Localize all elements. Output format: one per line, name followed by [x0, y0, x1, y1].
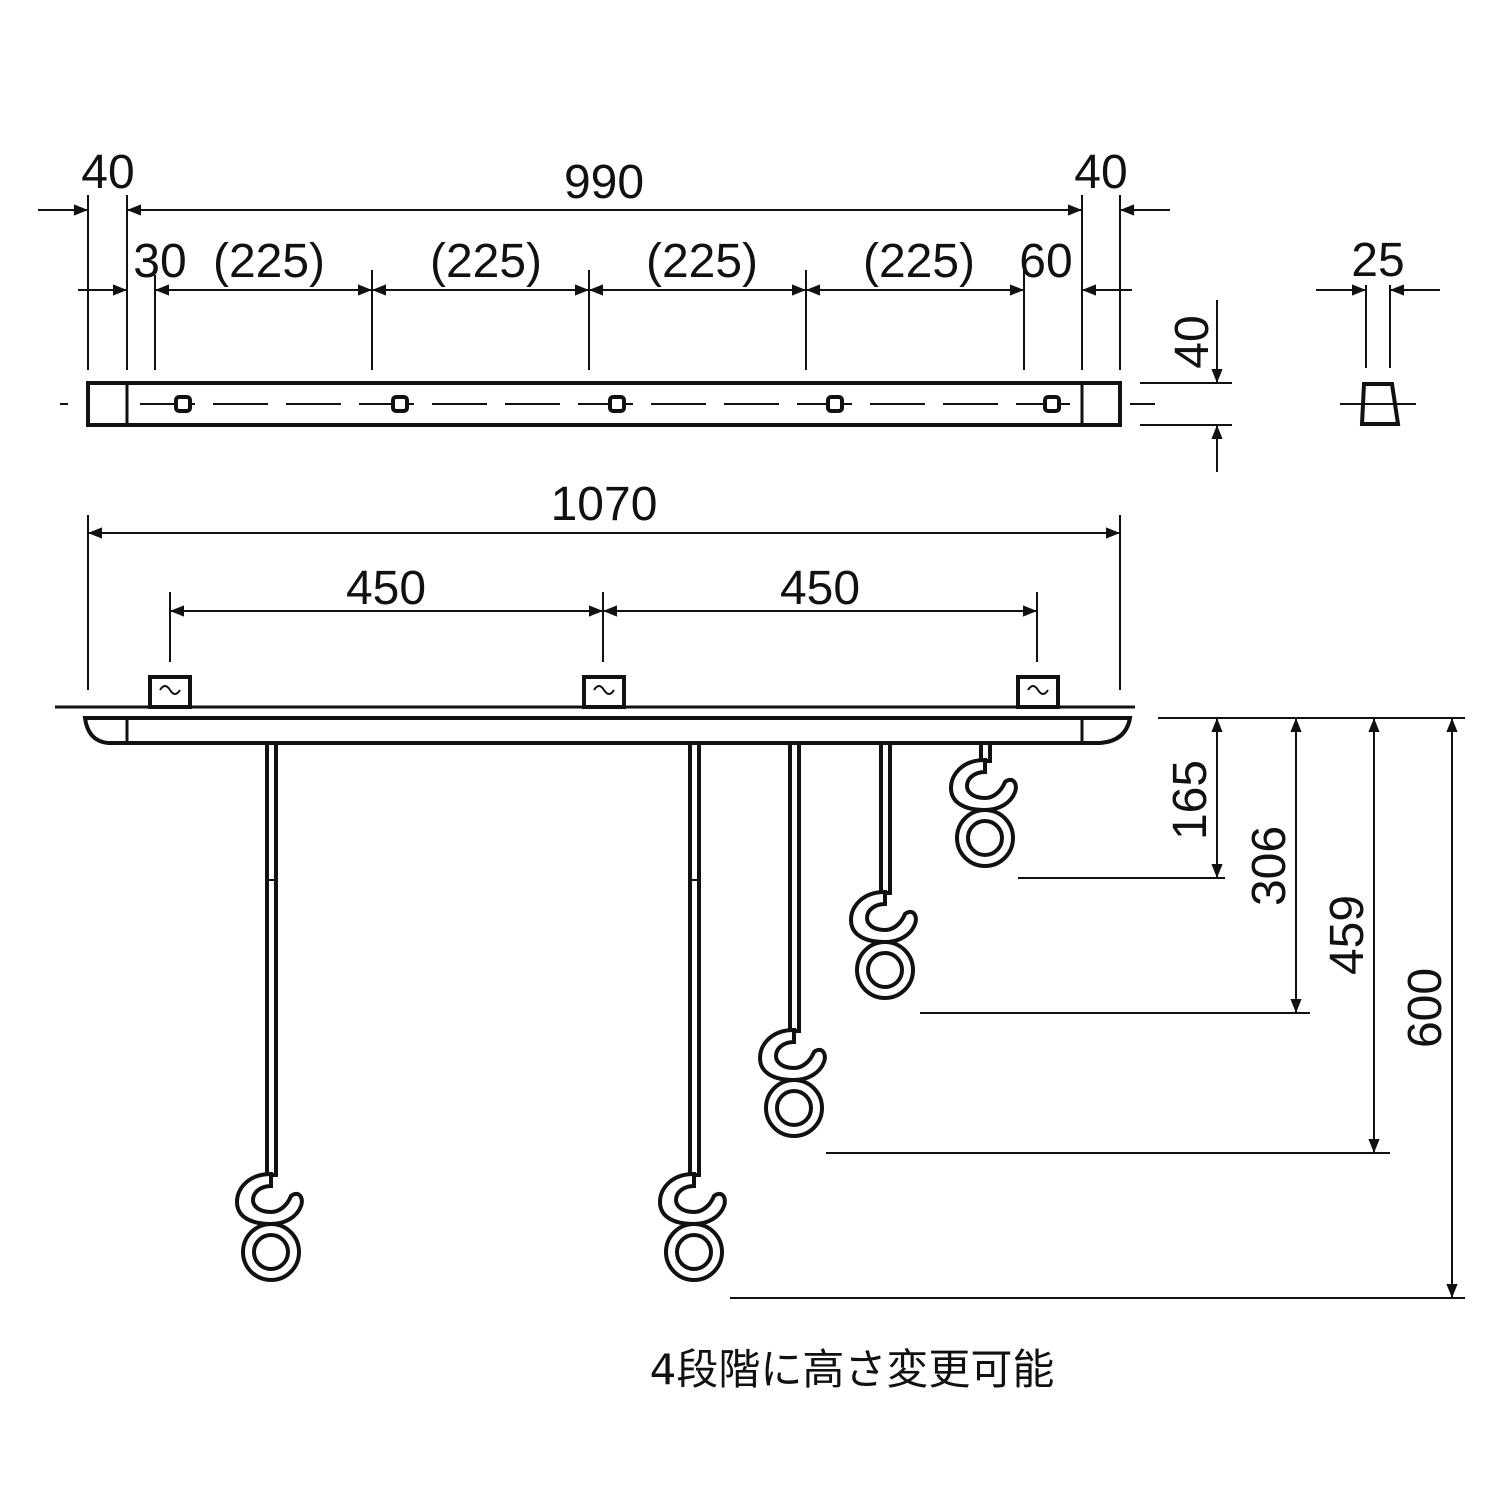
- ceiling-and-brackets: [55, 675, 1135, 709]
- hook-assembly-600: [235, 741, 304, 1282]
- dim-drop-165: 165: [1164, 760, 1217, 840]
- overall-dimension-row: 40 990 40: [38, 146, 1170, 216]
- bracket-spacing-dimension: 450 450: [169, 562, 1038, 662]
- dim-drop-306: 306: [1243, 826, 1296, 906]
- drop-height-dimensions: 165 306 459 600: [730, 717, 1465, 1299]
- dim-spacing-2: (225): [213, 235, 325, 288]
- dim-spacing-4: (225): [646, 235, 758, 288]
- dim-spacing-5: (225): [863, 235, 975, 288]
- adjustable-height-note: 4段階に高さ変更可能: [650, 1345, 1055, 1394]
- dim-height: 40: [1166, 315, 1219, 368]
- plan-bar: [60, 381, 1155, 427]
- hook-assembly-600: [658, 741, 727, 1282]
- plan-slots: [174, 395, 1061, 413]
- spacing-dimension-row: 30 (225) (225) (225) (225) 60: [78, 235, 1132, 296]
- dim-spacing-6: 60: [1019, 235, 1072, 288]
- bracket-block: [1016, 675, 1060, 709]
- hook-assembly-459: [758, 741, 827, 1138]
- hanging-rods: [235, 741, 1018, 1282]
- dim-drop-459: 459: [1321, 895, 1374, 975]
- hook-assembly-306: [849, 741, 918, 1000]
- total-length-dimension: 1070: [87, 478, 1121, 690]
- bracket-block: [148, 675, 192, 709]
- main-rail: [82, 716, 1133, 745]
- dim-drop-600: 600: [1399, 968, 1452, 1048]
- dim-end-right: 40: [1074, 146, 1127, 199]
- bracket-block: [582, 675, 626, 709]
- section-view: 25: [1316, 234, 1440, 426]
- dim-section-width: 25: [1351, 234, 1404, 287]
- dim-bracket-spacing-right: 450: [780, 562, 860, 615]
- dim-middle: 990: [564, 156, 644, 209]
- front-elevation-view: 1070 450 450: [55, 478, 1465, 1299]
- dim-spacing-1: 30: [133, 235, 186, 288]
- hook-assembly-165: [949, 741, 1018, 868]
- dim-end-left: 40: [81, 146, 134, 199]
- dim-bracket-spacing-left: 450: [346, 562, 426, 615]
- top-plan-view: 40 990 40 30 (225) (225) (225) (225) 60: [38, 146, 1440, 472]
- dim-spacing-3: (225): [430, 235, 542, 288]
- dim-total-length: 1070: [551, 478, 658, 531]
- height-dimension: 40: [1140, 300, 1232, 472]
